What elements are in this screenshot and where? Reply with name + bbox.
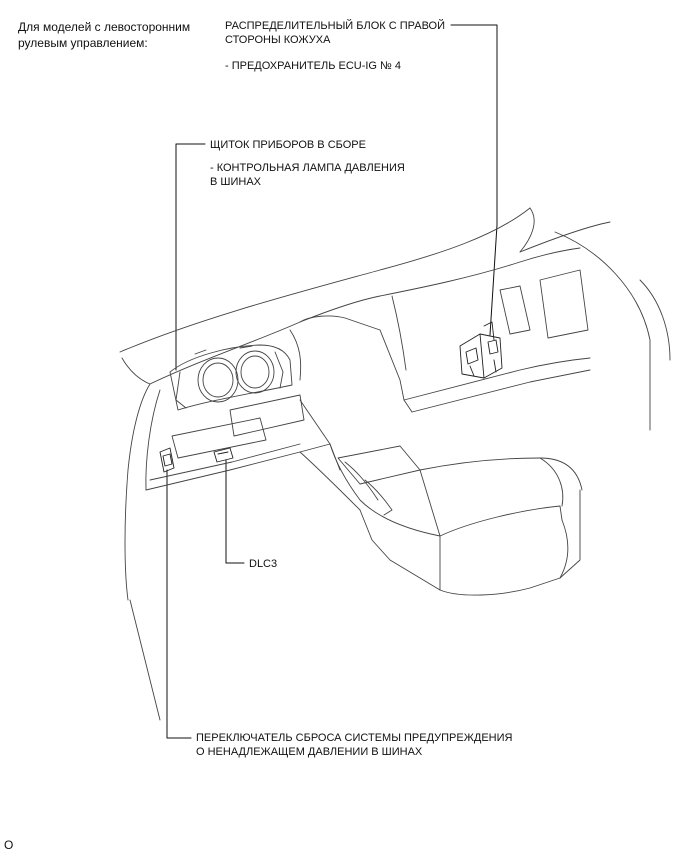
windshield-outline [119, 207, 671, 431]
dlc3-connector [213, 447, 234, 463]
reset-switch-label: ПЕРЕКЛЮЧАТЕЛЬ СБРОСА СИСТЕМЫ ПРЕДУПРЕЖДЕ… [196, 731, 512, 759]
leader-junction-block [450, 24, 498, 336]
leader-combination-meter [175, 143, 206, 371]
tire-pressure-lamp-line-1: - КОНТРОЛЬНАЯ ЛАМПА ДАВЛЕНИЯ [210, 162, 405, 174]
dashboard-upper [149, 247, 591, 413]
combination-meter-label: ЩИТОК ПРИБОРОВ В СБОРЕ - КОНТРОЛЬНАЯ ЛАМ… [210, 138, 405, 189]
leader-lines [166, 24, 498, 739]
leader-dlc3 [225, 459, 245, 564]
center-console [299, 443, 583, 596]
figure-code: O [4, 838, 14, 852]
leader-reset-switch [166, 469, 192, 739]
reset-switch-component [159, 447, 175, 473]
junction-block-title-line-2: СТОРОНЫ КОЖУХА [225, 34, 331, 46]
dashboard-lower-left [124, 383, 341, 721]
dlc3-label: DLC3 [249, 558, 278, 570]
junction-block-title-line-1: РАСПРЕДЕЛИТЕЛЬНЫЙ БЛОК С ПРАВОЙ [225, 20, 446, 32]
ecu-ig-fuse-label: - ПРЕДОХРАНИТЕЛЬ ECU-IG № 4 [225, 60, 402, 72]
junction-block-component [459, 321, 503, 379]
model-heading: Для моделей с левосторонним рулевым упра… [18, 19, 190, 51]
reset-switch-title-line-2: О НЕНАДЛЕЖАЩЕМ ДАВЛЕНИИ В ШИНАХ [196, 746, 423, 758]
model-heading-line-2: рулевым управлением: [18, 36, 148, 50]
tire-pressure-lamp-line-2: В ШИНАХ [210, 176, 261, 188]
model-heading-line-1: Для моделей с левосторонним [18, 20, 191, 34]
reset-switch-title-line-1: ПЕРЕКЛЮЧАТЕЛЬ СБРОСА СИСТЕМЫ ПРЕДУПРЕЖДЕ… [196, 732, 513, 744]
combination-meter-title: ЩИТОК ПРИБОРОВ В СБОРЕ [210, 139, 366, 151]
junction-block-label: РАСПРЕДЕЛИТЕЛЬНЫЙ БЛОК С ПРАВОЙ СТОРОНЫ … [225, 19, 445, 73]
instrument-cluster [169, 344, 293, 411]
